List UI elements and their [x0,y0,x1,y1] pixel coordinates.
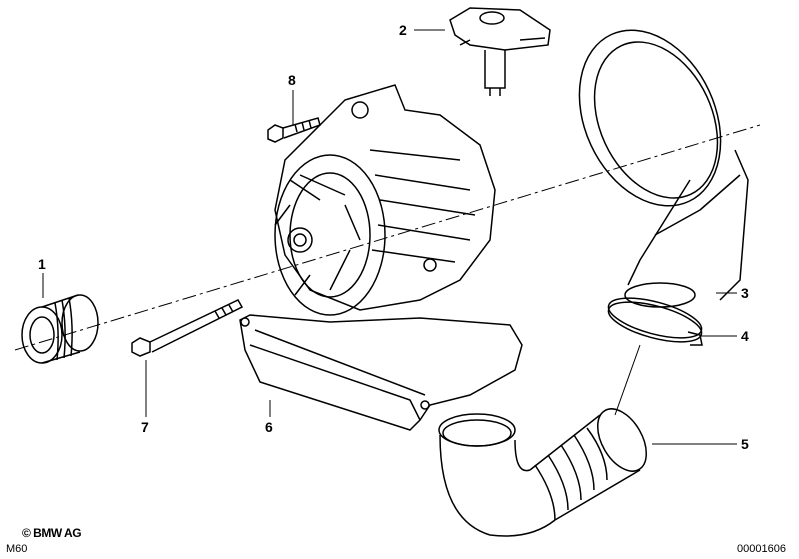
leader-lines [42,29,737,445]
alternator-part [274,84,496,316]
pulley-part [21,294,99,364]
long-bolt-part [131,299,244,357]
callout-2: 2 [399,22,407,38]
cover-bracket-part [239,314,523,431]
short-bolt-part [267,117,321,143]
callout-5: 5 [741,436,749,452]
model-code: M60 [6,543,28,555]
air-hose-part [438,408,648,537]
callout-4: 4 [741,328,749,344]
callout-8: 8 [288,72,296,88]
callout-7: 7 [141,419,149,435]
hose-clamp-part [607,297,703,346]
air-duct-part [578,29,749,308]
copyright-text: © BMW AG [22,526,82,540]
callout-6: 6 [265,419,273,435]
center-axis-line [14,124,761,351]
callout-1: 1 [38,256,46,272]
regulator-part [449,7,551,96]
callout-3: 3 [741,285,749,301]
diagram-id: 00001606 [737,543,786,555]
